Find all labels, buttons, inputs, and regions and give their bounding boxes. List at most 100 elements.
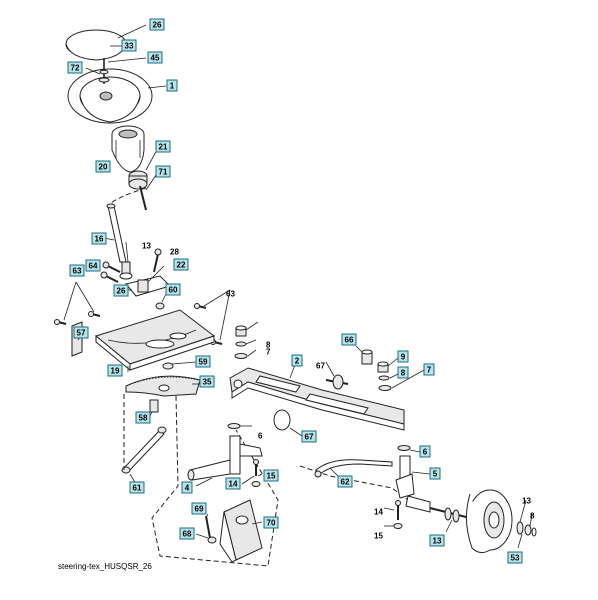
callout-number: 66 <box>345 336 354 345</box>
callout-box <box>419 445 431 458</box>
callout-20: 20 <box>95 160 111 173</box>
callout-2: 2 <box>291 354 303 367</box>
callout-28: 28 <box>170 248 179 257</box>
callout-box <box>337 475 353 488</box>
drag-link <box>121 426 167 485</box>
callout-15: 15 <box>263 469 279 482</box>
callout-box <box>225 477 241 490</box>
callout-box <box>155 140 171 153</box>
pivot-bolt <box>325 345 373 390</box>
callout-63: 63 <box>69 264 85 277</box>
callout-66: 66 <box>341 333 357 346</box>
callout-number: 69 <box>195 505 204 514</box>
spindle-right <box>395 445 431 513</box>
callout-13: 13 <box>429 534 445 547</box>
callout-box <box>67 61 83 74</box>
callout-72: 72 <box>67 61 83 74</box>
callout-number: 20 <box>99 163 108 172</box>
callout-box <box>397 350 409 363</box>
callout-7: 7 <box>423 363 435 376</box>
tie-rod <box>314 459 393 478</box>
steering-boot <box>111 125 145 173</box>
callout-68: 68 <box>179 527 195 540</box>
callout-number: 13 <box>142 242 151 251</box>
bolts-63-left <box>54 281 101 357</box>
disc-67 <box>273 409 303 437</box>
callout-16: 16 <box>91 232 107 245</box>
front-axle <box>229 361 405 431</box>
steering-wheel-cap <box>65 24 147 61</box>
callout-box <box>181 481 193 494</box>
callout-number: 13 <box>522 497 531 506</box>
callout-box <box>199 375 215 388</box>
callout-70: 70 <box>263 516 279 529</box>
pivot-bracket <box>195 499 263 563</box>
front-wheel <box>429 489 537 554</box>
callout-box <box>121 39 137 52</box>
spindle-hardware-right <box>383 500 403 529</box>
callout-number: 21 <box>159 143 168 152</box>
callout-box <box>429 467 441 480</box>
callout-box <box>113 284 129 297</box>
callout-number: 14 <box>374 508 383 517</box>
callout-number: 45 <box>151 54 160 63</box>
callout-box <box>85 259 101 272</box>
callout-box <box>166 79 178 92</box>
callout-number: 14 <box>229 480 238 489</box>
callout-59: 59 <box>195 355 211 368</box>
callout-box <box>91 232 107 245</box>
callout-number: 57 <box>77 329 86 338</box>
callout-number: 35 <box>203 378 212 387</box>
callout-number: 22 <box>177 261 186 270</box>
callout-number: 63 <box>73 267 82 276</box>
callout-box <box>429 534 445 547</box>
callout-22: 22 <box>173 258 189 271</box>
callout-box <box>191 502 207 515</box>
callout-number: 71 <box>159 168 168 177</box>
bushing-stack-right <box>377 357 425 391</box>
callout-number: 64 <box>89 262 98 271</box>
callout-14: 14 <box>374 508 383 517</box>
callout-35: 35 <box>199 375 215 388</box>
callout-number: 2 <box>295 357 300 366</box>
wheel-screw <box>85 45 147 84</box>
callout-number: 58 <box>139 414 148 423</box>
callout-number: 67 <box>305 433 314 442</box>
callout-box <box>147 51 163 64</box>
callout-number: 8 <box>266 341 271 350</box>
callout-box <box>263 516 279 529</box>
callout-8: 8 <box>530 512 535 521</box>
callout-62: 62 <box>337 475 353 488</box>
callout-number: 9 <box>401 353 406 362</box>
callout-6: 6 <box>419 445 431 458</box>
callout-7: 7 <box>266 348 271 357</box>
callout-8: 8 <box>397 366 409 379</box>
callout-58: 58 <box>135 411 151 424</box>
callout-45: 45 <box>147 51 163 64</box>
washer-59 <box>162 361 197 370</box>
callout-number: 7 <box>266 348 271 357</box>
steering-gear <box>128 147 159 190</box>
callout-box <box>155 165 171 178</box>
callout-9: 9 <box>397 350 409 363</box>
callout-number: 26 <box>117 287 126 296</box>
callout-number: 15 <box>374 532 383 541</box>
callout-61: 61 <box>129 481 145 494</box>
callout-box <box>263 469 279 482</box>
callout-box <box>423 363 435 376</box>
callout-number: 28 <box>170 248 179 257</box>
callout-number: 1 <box>170 82 175 91</box>
bushing-stack-left <box>234 321 259 359</box>
callout-box <box>195 355 211 368</box>
callout-69: 69 <box>191 502 207 515</box>
callout-box <box>107 364 123 377</box>
callout-71: 71 <box>155 165 171 178</box>
callout-number: 4 <box>185 484 190 493</box>
pinion-bracket <box>100 241 171 297</box>
callout-67: 67 <box>301 430 317 443</box>
diagram-caption: steering-tex_HUSQSR_26 <box>58 562 152 571</box>
callout-1: 1 <box>166 79 178 92</box>
spindle-left <box>187 423 263 487</box>
callout-box <box>73 326 89 339</box>
